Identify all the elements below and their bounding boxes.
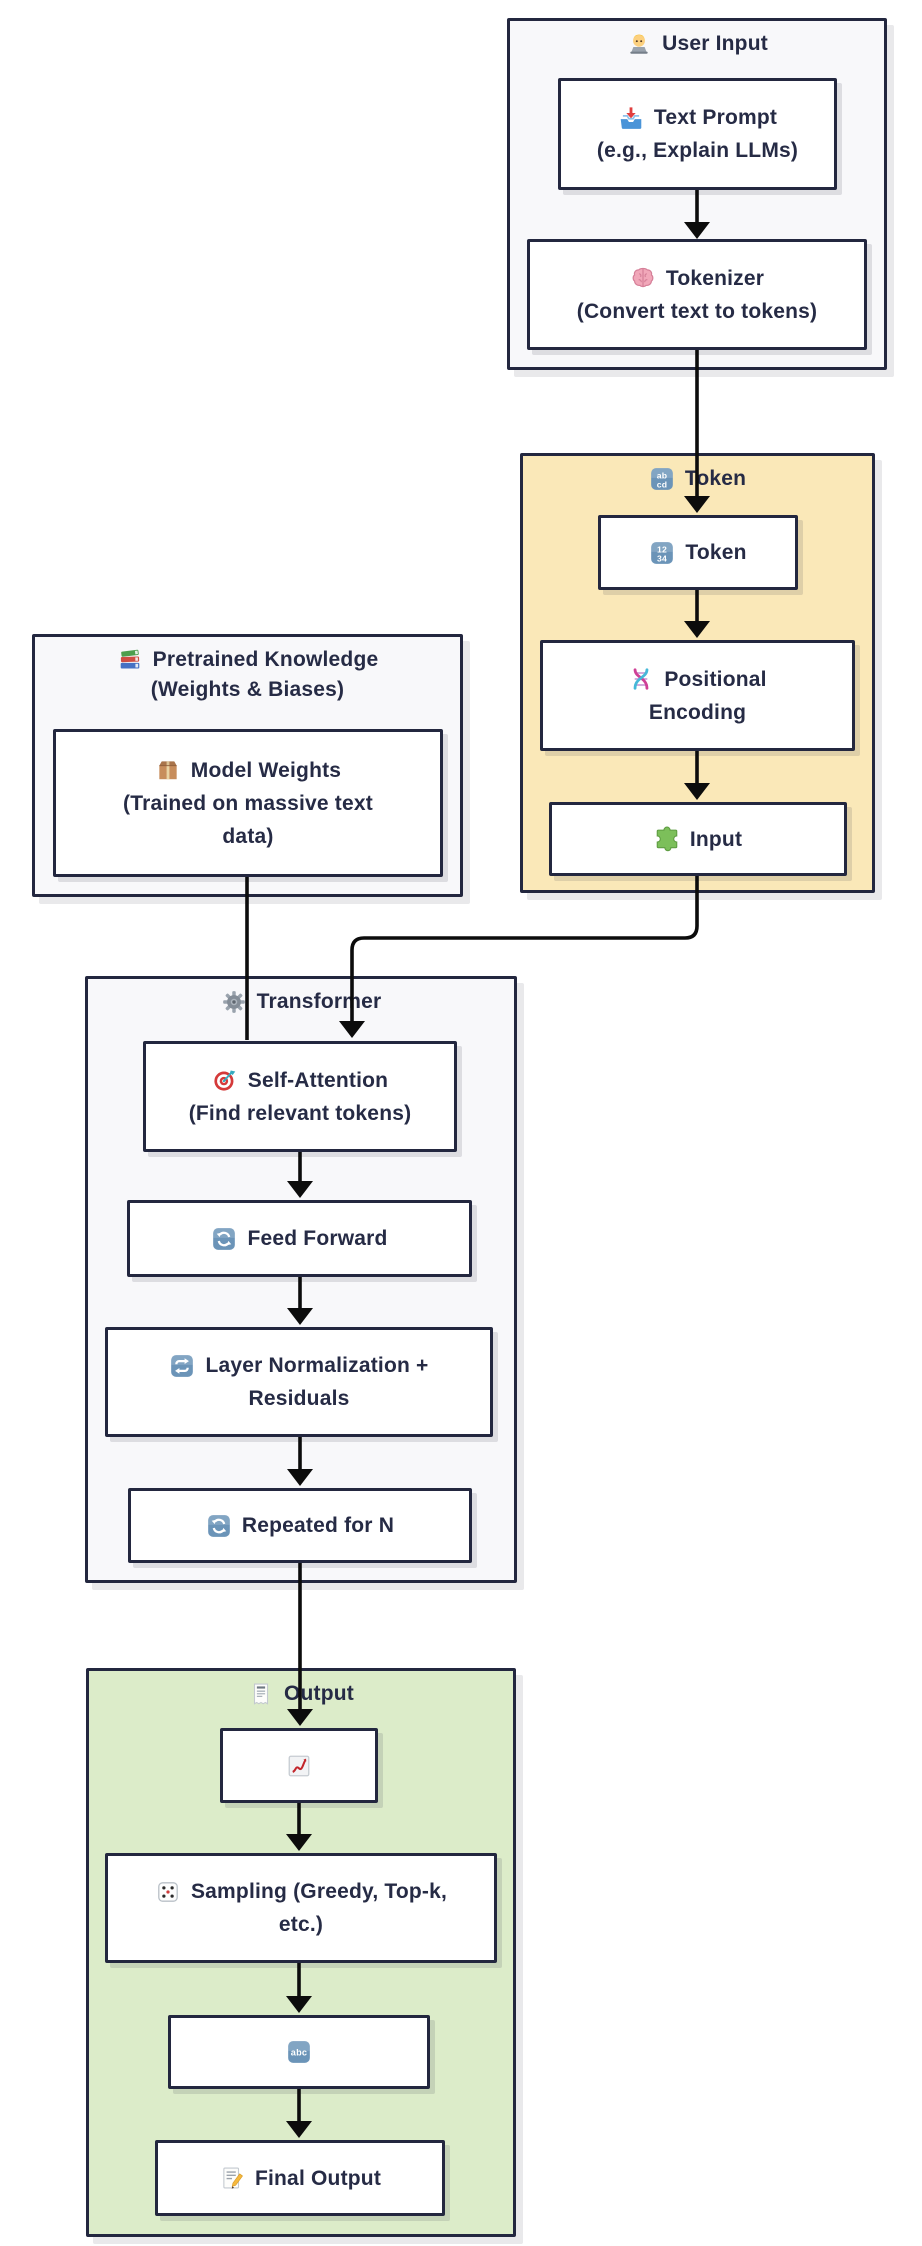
node-label: Text Prompt xyxy=(653,106,778,129)
feed-forward-node: Feed Forward xyxy=(127,1200,472,1277)
chart-increasing-icon xyxy=(286,1753,312,1779)
sampling-node: Sampling (Greedy, Top-k, etc.) xyxy=(105,1853,497,1963)
node-sublabel: etc.) xyxy=(278,1913,324,1936)
container-title: Transformer xyxy=(88,988,514,1015)
svg-text:12: 12 xyxy=(657,544,667,554)
container-title-label: Token xyxy=(684,467,747,490)
node-line: Self-Attention xyxy=(212,1064,388,1097)
node-label: Layer Normalization + xyxy=(205,1354,429,1377)
decoded-text-node: abc xyxy=(168,2015,430,2089)
tokenizer-node: Tokenizer (Convert text to tokens) xyxy=(527,239,867,350)
repeated-for-n-node: Repeated for N xyxy=(128,1488,472,1563)
node-line: Final Output xyxy=(219,2162,381,2195)
node-label: Repeated for N xyxy=(241,1514,395,1537)
node-line: Text Prompt xyxy=(618,101,777,134)
target-icon xyxy=(212,1067,238,1093)
node-line: Sampling (Greedy, Top-k, xyxy=(155,1875,447,1908)
model-weights-node: Model Weights (Trained on massive text d… xyxy=(53,729,443,877)
positional-encoding-node: Positional Encoding xyxy=(540,640,855,751)
arrows-counterclockwise-icon xyxy=(211,1226,237,1252)
svg-text:34: 34 xyxy=(657,553,667,563)
technologist-icon xyxy=(626,31,652,57)
inbox-tray-icon xyxy=(618,105,644,131)
node-line: Repeated for N xyxy=(206,1509,394,1542)
node-line: Positional xyxy=(628,663,766,696)
logits-node xyxy=(220,1728,378,1803)
container-subtitle: (Weights & Biases) xyxy=(150,678,345,701)
arrows-counterclockwise-icon xyxy=(206,1513,232,1539)
self-attention-node: Self-Attention (Find relevant tokens) xyxy=(143,1041,457,1152)
node-sublabel: Encoding xyxy=(648,700,747,724)
svg-text:cd: cd xyxy=(657,479,668,489)
node-label: Sampling (Greedy, Top-k, xyxy=(190,1880,448,1903)
container-title-label: Pretrained Knowledge xyxy=(152,648,379,671)
node-line: Input xyxy=(654,823,742,856)
node-sublabel: data) xyxy=(222,824,274,848)
dna-icon xyxy=(628,666,654,692)
node-sublabel: Residuals xyxy=(248,1387,350,1410)
node-label: Self-Attention xyxy=(247,1068,389,1092)
node-label: Final Output xyxy=(254,2166,382,2190)
node-label: Positional xyxy=(664,667,767,691)
container-title-label: User Input xyxy=(662,32,768,55)
gear-icon xyxy=(221,989,247,1015)
svg-text:ab: ab xyxy=(657,470,668,480)
svg-text:abc: abc xyxy=(291,2048,307,2058)
node-sublabel: (Convert text to tokens) xyxy=(576,299,818,323)
container-title: User Input xyxy=(510,30,884,57)
memo-icon xyxy=(219,2165,245,2191)
container-title: Output xyxy=(89,1680,513,1707)
node-label: Model Weights xyxy=(190,758,342,782)
node-sublabel: (Trained on massive text xyxy=(123,791,373,815)
node-label: Token xyxy=(685,541,747,564)
receipt-icon xyxy=(248,1681,274,1707)
node-line: Layer Normalization + xyxy=(169,1349,428,1382)
brain-icon xyxy=(630,265,656,291)
node-label: Tokenizer xyxy=(665,266,765,290)
node-label: Input xyxy=(689,827,743,851)
container-title: Pretrained Knowledge xyxy=(35,646,460,673)
final-output-node: Final Output xyxy=(155,2140,445,2216)
node-line: Feed Forward xyxy=(211,1222,387,1255)
node-sublabel: (e.g., Explain LLMs) xyxy=(596,139,799,162)
repeat-icon xyxy=(169,1353,195,1379)
container-title-label: Output xyxy=(283,1682,354,1705)
books-icon xyxy=(117,647,143,673)
node-sublabel: (Find relevant tokens) xyxy=(188,1101,412,1125)
abc-icon: abc xyxy=(286,2039,312,2065)
node-line: Model Weights xyxy=(155,754,341,787)
text-prompt-node: Text Prompt (e.g., Explain LLMs) xyxy=(558,78,837,190)
puzzle-icon xyxy=(654,826,680,852)
die-icon xyxy=(155,1879,181,1905)
package-icon xyxy=(155,757,181,783)
node-label: Feed Forward xyxy=(247,1227,388,1250)
node-line: Tokenizer xyxy=(630,262,764,295)
layer-normalization-node: Layer Normalization + Residuals xyxy=(105,1327,493,1437)
input-node: Input xyxy=(549,802,847,876)
container-title-label: Transformer xyxy=(256,990,382,1013)
